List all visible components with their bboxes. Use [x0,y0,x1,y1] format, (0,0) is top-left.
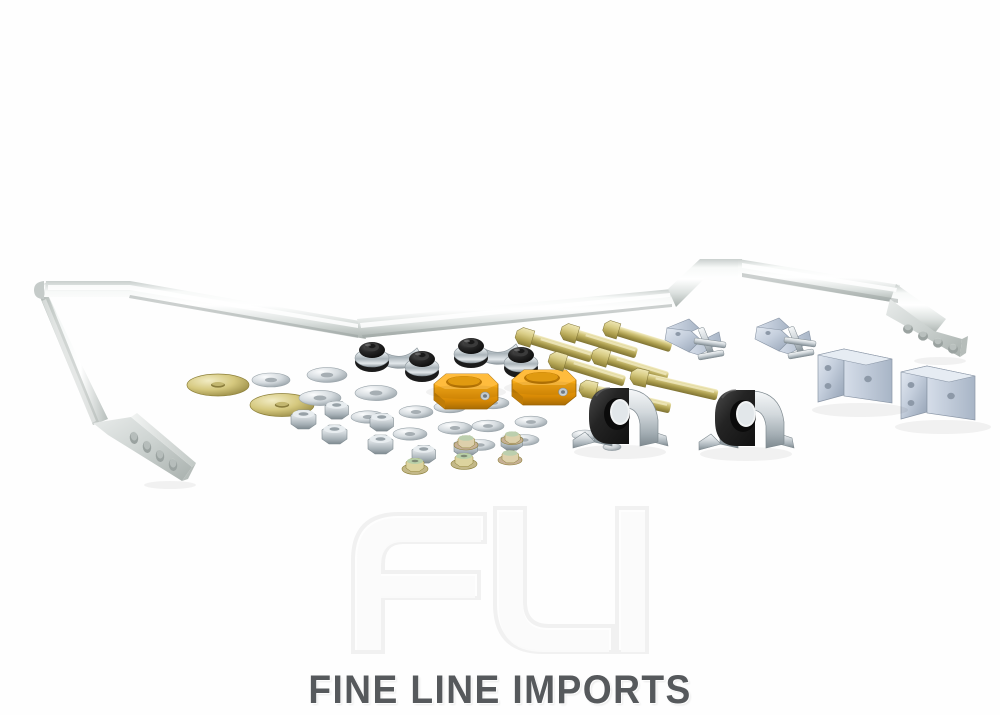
orange-clamp [433,369,577,410]
sway-bar [34,259,968,489]
angle-bracket [817,348,976,421]
gold-washer [186,373,315,417]
hex-bolt [514,320,719,413]
flange-nut [401,431,524,475]
end-link [354,338,539,382]
d-bushing [572,387,795,451]
sway-bar-left-adjust-blade [93,413,196,481]
mount-tab [664,317,817,361]
sway-bar-right-adjust-blade [886,299,968,357]
